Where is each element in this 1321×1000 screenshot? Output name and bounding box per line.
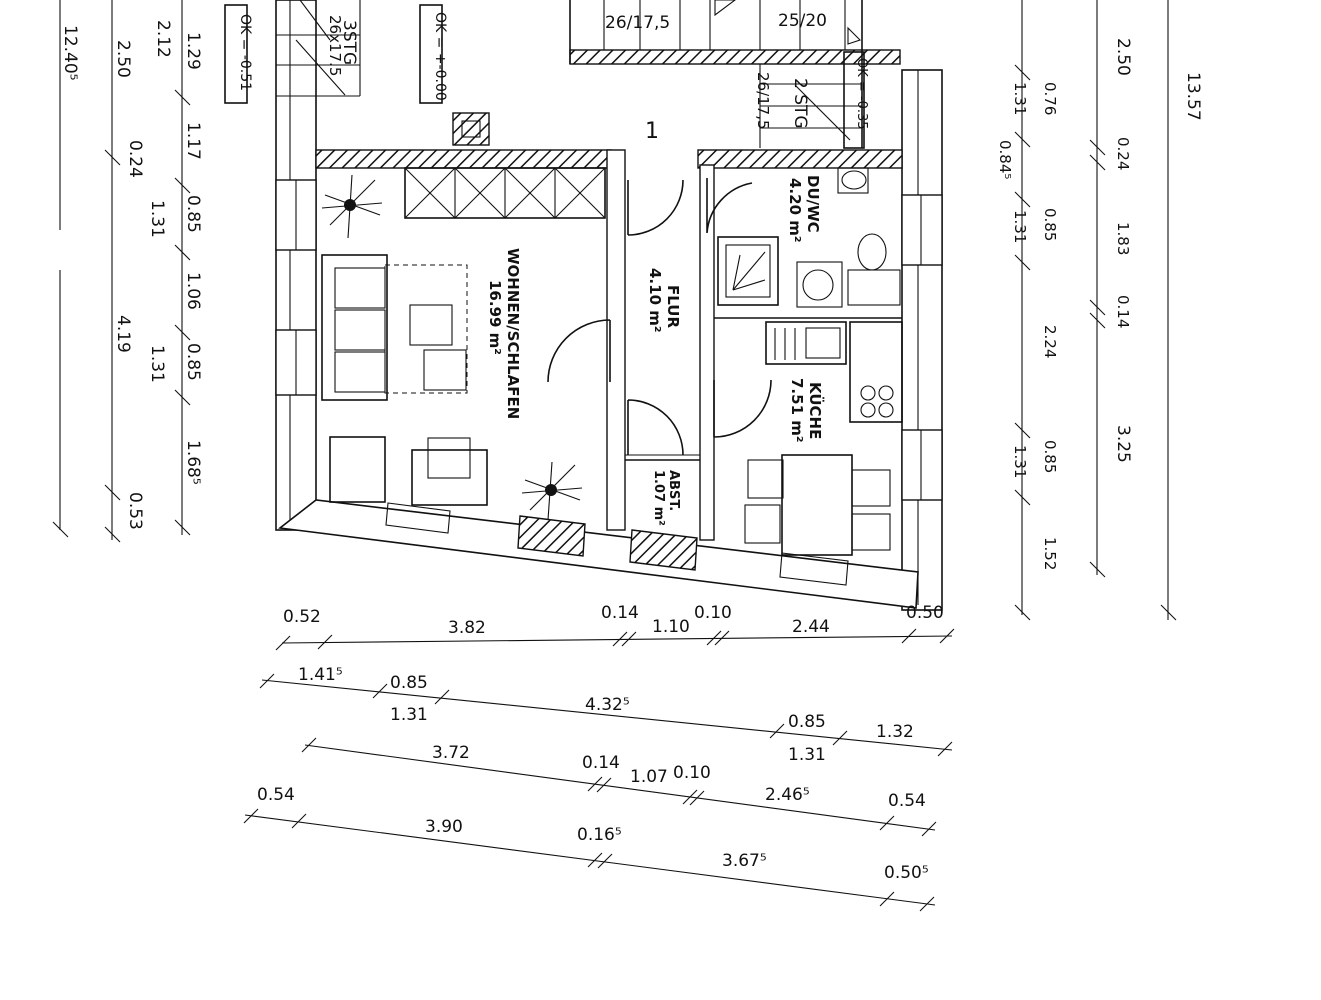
dimension-right: 0.76 0.84⁵ 0.85 2.24 0.85 1.52 1.31 1.31… xyxy=(996,0,1203,621)
dim-right-middle-1: 0.24 xyxy=(1114,137,1132,170)
dim-bottom-row4-3: 3.67⁵ xyxy=(722,851,767,871)
level-left: OK = -0.51 xyxy=(237,14,253,91)
stair-labels: 3STG 26x17.5 26/17,5 25/20 2 STG 26/17,5… xyxy=(326,11,827,144)
room-name-wohnen: WOHNEN/SCHLAFEN xyxy=(504,248,522,419)
room-labels: WOHNEN/SCHLAFEN 16.99 m² FLUR 4.10 m² DU… xyxy=(486,175,825,526)
dim-right-middle-3: 0.14 xyxy=(1114,295,1132,328)
dim-right-inner-0: 0.76 xyxy=(1041,82,1059,115)
dim-left-inner-sub-1: 1.31 xyxy=(147,345,167,383)
dimension-bottom: 0.52 3.82 0.14 1.10 0.10 2.44 0.50 1.41⁵… xyxy=(243,603,955,912)
dim-right-middle-2: 1.83 xyxy=(1114,222,1132,255)
dim-left-inner-5: 1.68⁵ xyxy=(183,440,203,485)
dim-right-inner-5: 1.52 xyxy=(1041,537,1059,570)
room-area-dusche: 4.20 m² xyxy=(786,178,804,242)
dim-left-inner-4: 0.85 xyxy=(183,343,203,381)
furniture-bath xyxy=(717,167,901,308)
dim-left-middle-3: 0.53 xyxy=(125,492,145,530)
dim-bottom-row4-0: 0.54 xyxy=(257,785,295,805)
level-right: OK = -0.35 xyxy=(854,58,869,130)
level-middle: OK = +-0.00 xyxy=(432,12,448,101)
dim-bottom-row1-5: 2.44 xyxy=(792,617,830,637)
dim-left-inner-top: 2.12 xyxy=(153,20,173,58)
dimension-left: 12.40⁵ 2.50 0.24 4.19 0.53 2.12 1.29 1.1… xyxy=(52,0,203,543)
dim-right-outer-0: 13.57 xyxy=(1183,72,1203,121)
dim-bottom-row3-1: 0.14 xyxy=(582,753,620,773)
dim-bottom-row2-sub-0: 1.31 xyxy=(390,705,428,725)
room-area-kueche: 7.51 m² xyxy=(788,378,806,442)
dim-bottom-row3-5: 0.54 xyxy=(888,791,926,811)
room-name-flur: FLUR xyxy=(664,285,682,328)
building-walls xyxy=(275,0,943,611)
room-area-wohnen: 16.99 m² xyxy=(486,280,504,355)
dim-bottom-row1-0: 0.52 xyxy=(283,607,321,627)
dim-bottom-row3-3: 0.10 xyxy=(673,763,711,783)
furniture-kitchen xyxy=(744,321,903,556)
dim-left-outer-0: 12.40⁵ xyxy=(60,25,80,80)
dim-left-inner-0: 1.29 xyxy=(183,32,203,70)
dim-bottom-row1-2: 0.14 xyxy=(601,603,639,623)
step-number: 1 xyxy=(645,119,659,144)
room-name-kueche: KÜCHE xyxy=(806,382,825,439)
dim-bottom-row2-1: 0.85 xyxy=(390,673,428,693)
dim-bottom-row2-2: 4.32⁵ xyxy=(585,695,630,715)
dim-bottom-row1-4: 0.10 xyxy=(694,603,732,623)
dim-right-inner-4: 0.85 xyxy=(1041,440,1059,473)
dim-bottom-row3-4: 2.46⁵ xyxy=(765,785,810,805)
dim-bottom-row4-4: 0.50⁵ xyxy=(884,863,929,883)
dim-bottom-row3-2: 1.07 xyxy=(630,767,668,787)
stairs xyxy=(276,0,901,148)
dim-bottom-row2-0: 1.41⁵ xyxy=(298,665,343,685)
dim-left-inner-2: 0.85 xyxy=(183,195,203,233)
plant-icon xyxy=(521,461,583,521)
stair2-size: 26/17,5 xyxy=(754,72,772,130)
dim-right-inner-1: 0.84⁵ xyxy=(996,140,1014,179)
dim-left-inner-3: 1.06 xyxy=(183,272,203,310)
room-name-dusche: DU/WC xyxy=(804,175,822,233)
plant-icon xyxy=(321,174,383,239)
dim-left-middle-0: 2.50 xyxy=(113,40,133,78)
room-area-abst: 1.07 m² xyxy=(651,470,666,526)
stair3-size: 26x17.5 xyxy=(326,15,344,76)
dim-right-inner-3: 2.24 xyxy=(1041,325,1059,358)
dim-left-middle-1: 0.24 xyxy=(125,140,145,178)
level-markers: OK = -0.51 OK = +-0.00 OK = -0.35 xyxy=(224,4,869,149)
dim-bottom-row4-2: 0.16⁵ xyxy=(577,825,622,845)
dim-right-inner-sub-2: 1.31 xyxy=(1011,445,1029,478)
dim-right-middle-4: 3.25 xyxy=(1113,425,1133,463)
dim-left-middle-2: 4.19 xyxy=(113,315,133,353)
dim-right-inner-2: 0.85 xyxy=(1041,208,1059,241)
dim-bottom-row4-1: 3.90 xyxy=(425,817,463,837)
stair2-label: 2 STG xyxy=(790,78,810,129)
dim-left-inner-1: 1.17 xyxy=(183,122,203,160)
room-area-flur: 4.10 m² xyxy=(646,268,664,332)
dim-right-middle-0: 2.50 xyxy=(1113,38,1133,76)
dim-bottom-row1-6: 0.50 xyxy=(906,603,944,623)
dim-bottom-row2-4: 1.32 xyxy=(876,722,914,742)
furniture-living xyxy=(321,167,606,521)
dim-bottom-row2-sub-1: 1.31 xyxy=(788,745,826,765)
dim-bottom-row3-0: 3.72 xyxy=(432,743,470,763)
dim-left-inner-sub-0: 1.31 xyxy=(147,200,167,238)
dim-bottom-row1-3: 1.10 xyxy=(652,617,690,637)
stair-top-right: 25/20 xyxy=(778,11,827,31)
dim-bottom-row2-3: 0.85 xyxy=(788,712,826,732)
stair3-label: 3STG xyxy=(339,20,359,65)
dim-right-inner-sub-0: 1.31 xyxy=(1011,82,1029,115)
stair-top-left: 26/17,5 xyxy=(605,13,670,33)
room-name-abst: ABST. xyxy=(666,470,681,511)
dim-bottom-row1-1: 3.82 xyxy=(448,618,486,638)
dim-right-inner-sub-1: 1.31 xyxy=(1011,210,1029,243)
doors xyxy=(547,178,772,456)
